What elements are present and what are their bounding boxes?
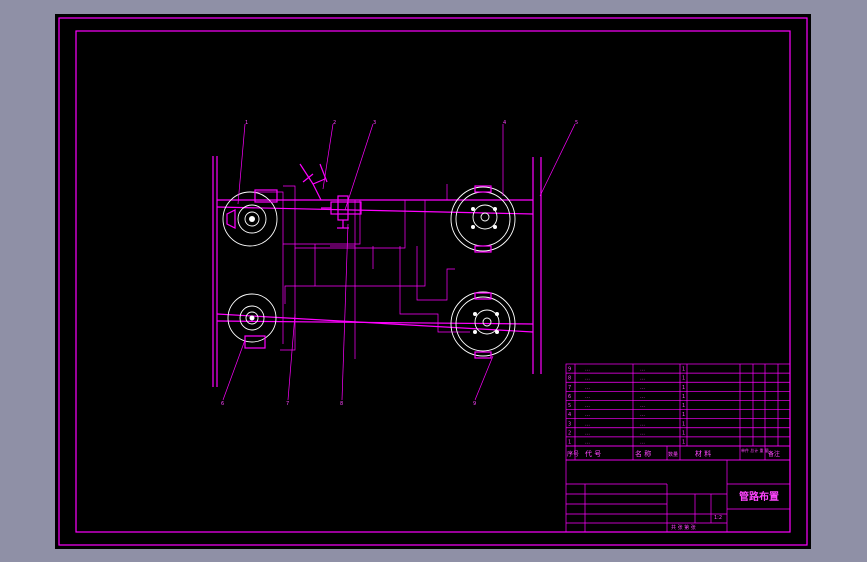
part-code: … <box>585 367 590 373</box>
header-name: 名 称 <box>635 449 651 458</box>
balloon-label: 9 <box>473 401 476 407</box>
part-number: 5 <box>568 403 571 409</box>
part-name: … <box>640 430 645 436</box>
part-qty: 1 <box>682 412 685 418</box>
header-weight: 单件 总计 重 量 <box>741 447 769 453</box>
part-number: 8 <box>568 376 571 382</box>
front-axle <box>216 199 534 333</box>
part-code: … <box>585 385 590 391</box>
parts-list <box>565 363 791 447</box>
part-number: 9 <box>568 367 571 373</box>
title-block: 管路布置 1:2 共 张 第 张 <box>565 459 791 533</box>
part-name: … <box>640 376 645 382</box>
part-name: … <box>640 412 645 418</box>
sheet-info: 共 张 第 张 <box>671 524 696 531</box>
balloon-label: 7 <box>286 401 289 407</box>
drawing-title: 管路布置 <box>739 490 779 503</box>
part-qty: 1 <box>682 403 685 409</box>
header-seq: 序号 <box>567 450 579 458</box>
header-remark: 备注 <box>768 450 780 458</box>
parts-list-header: 序号 代 号 名 称 数量 材 料 单件 总计 重 量 备注 <box>565 445 791 461</box>
header-material: 材 料 <box>695 449 711 458</box>
part-name: … <box>640 403 645 409</box>
brake-pipe-network <box>253 184 470 359</box>
part-qty: 1 <box>682 367 685 373</box>
header-qty: 数量 <box>668 451 678 458</box>
part-name: … <box>640 385 645 391</box>
part-number: 4 <box>568 412 571 418</box>
part-name: … <box>640 394 645 400</box>
leader-lines <box>222 123 576 401</box>
part-code: … <box>585 412 590 418</box>
balloon-label: 1 <box>245 120 248 126</box>
balloon-label: 3 <box>373 120 376 126</box>
part-qty: 1 <box>682 440 685 446</box>
part-code: … <box>585 394 590 400</box>
part-number: 3 <box>568 421 571 427</box>
balloon-label: 8 <box>340 401 343 407</box>
brake-pedal <box>299 163 328 201</box>
part-number: 1 <box>568 440 571 446</box>
rear-right-brake-drum <box>450 291 516 359</box>
cad-viewport[interactable]: 1 2 3 4 5 6 7 8 9 9 … … 1 8 … … 1 7 … … 1 6 … … 1 5 … … 1 4 …… <box>55 14 811 549</box>
part-qty: 1 <box>682 430 685 436</box>
part-number: 6 <box>568 394 571 400</box>
balloon-label: 2 <box>333 120 336 126</box>
part-qty: 1 <box>682 394 685 400</box>
inner-frame <box>75 30 791 533</box>
balloon-label: 6 <box>221 401 224 407</box>
outer-frame <box>58 17 808 546</box>
balloon-labels: 1 2 3 4 5 6 7 8 9 <box>221 120 578 407</box>
part-code: … <box>585 430 590 436</box>
part-qty: 1 <box>682 376 685 382</box>
part-name: … <box>640 367 645 373</box>
balloon-label: 4 <box>503 120 506 126</box>
scale-value: 1:2 <box>714 515 722 521</box>
front-right-brake-drum <box>450 185 516 253</box>
front-frame-rail <box>212 156 218 387</box>
header-code: 代 号 <box>585 449 601 458</box>
drawing-canvas: 1 2 3 4 5 6 7 8 9 9 … … 1 8 … … 1 7 … … 1 6 … … 1 5 … … 1 4 …… <box>58 17 808 546</box>
part-code: … <box>585 421 590 427</box>
part-name: … <box>640 421 645 427</box>
part-name: … <box>640 440 645 446</box>
part-qty: 1 <box>682 421 685 427</box>
part-number: 2 <box>568 430 571 436</box>
rear-left-brake <box>227 293 277 349</box>
rear-frame-rail <box>532 157 542 374</box>
part-code: … <box>585 403 590 409</box>
balloon-label: 5 <box>575 120 578 126</box>
part-number: 7 <box>568 385 571 391</box>
part-qty: 1 <box>682 385 685 391</box>
master-cylinder <box>321 195 362 229</box>
front-left-brake <box>222 189 278 247</box>
parts-list-rows: 9 … … 1 8 … … 1 7 … … 1 6 … … 1 5 … … 1 4 … … 1 3 … … 1 2 … … 1 1 … … 1 <box>566 367 790 446</box>
part-code: … <box>585 376 590 382</box>
part-code: … <box>585 440 590 446</box>
